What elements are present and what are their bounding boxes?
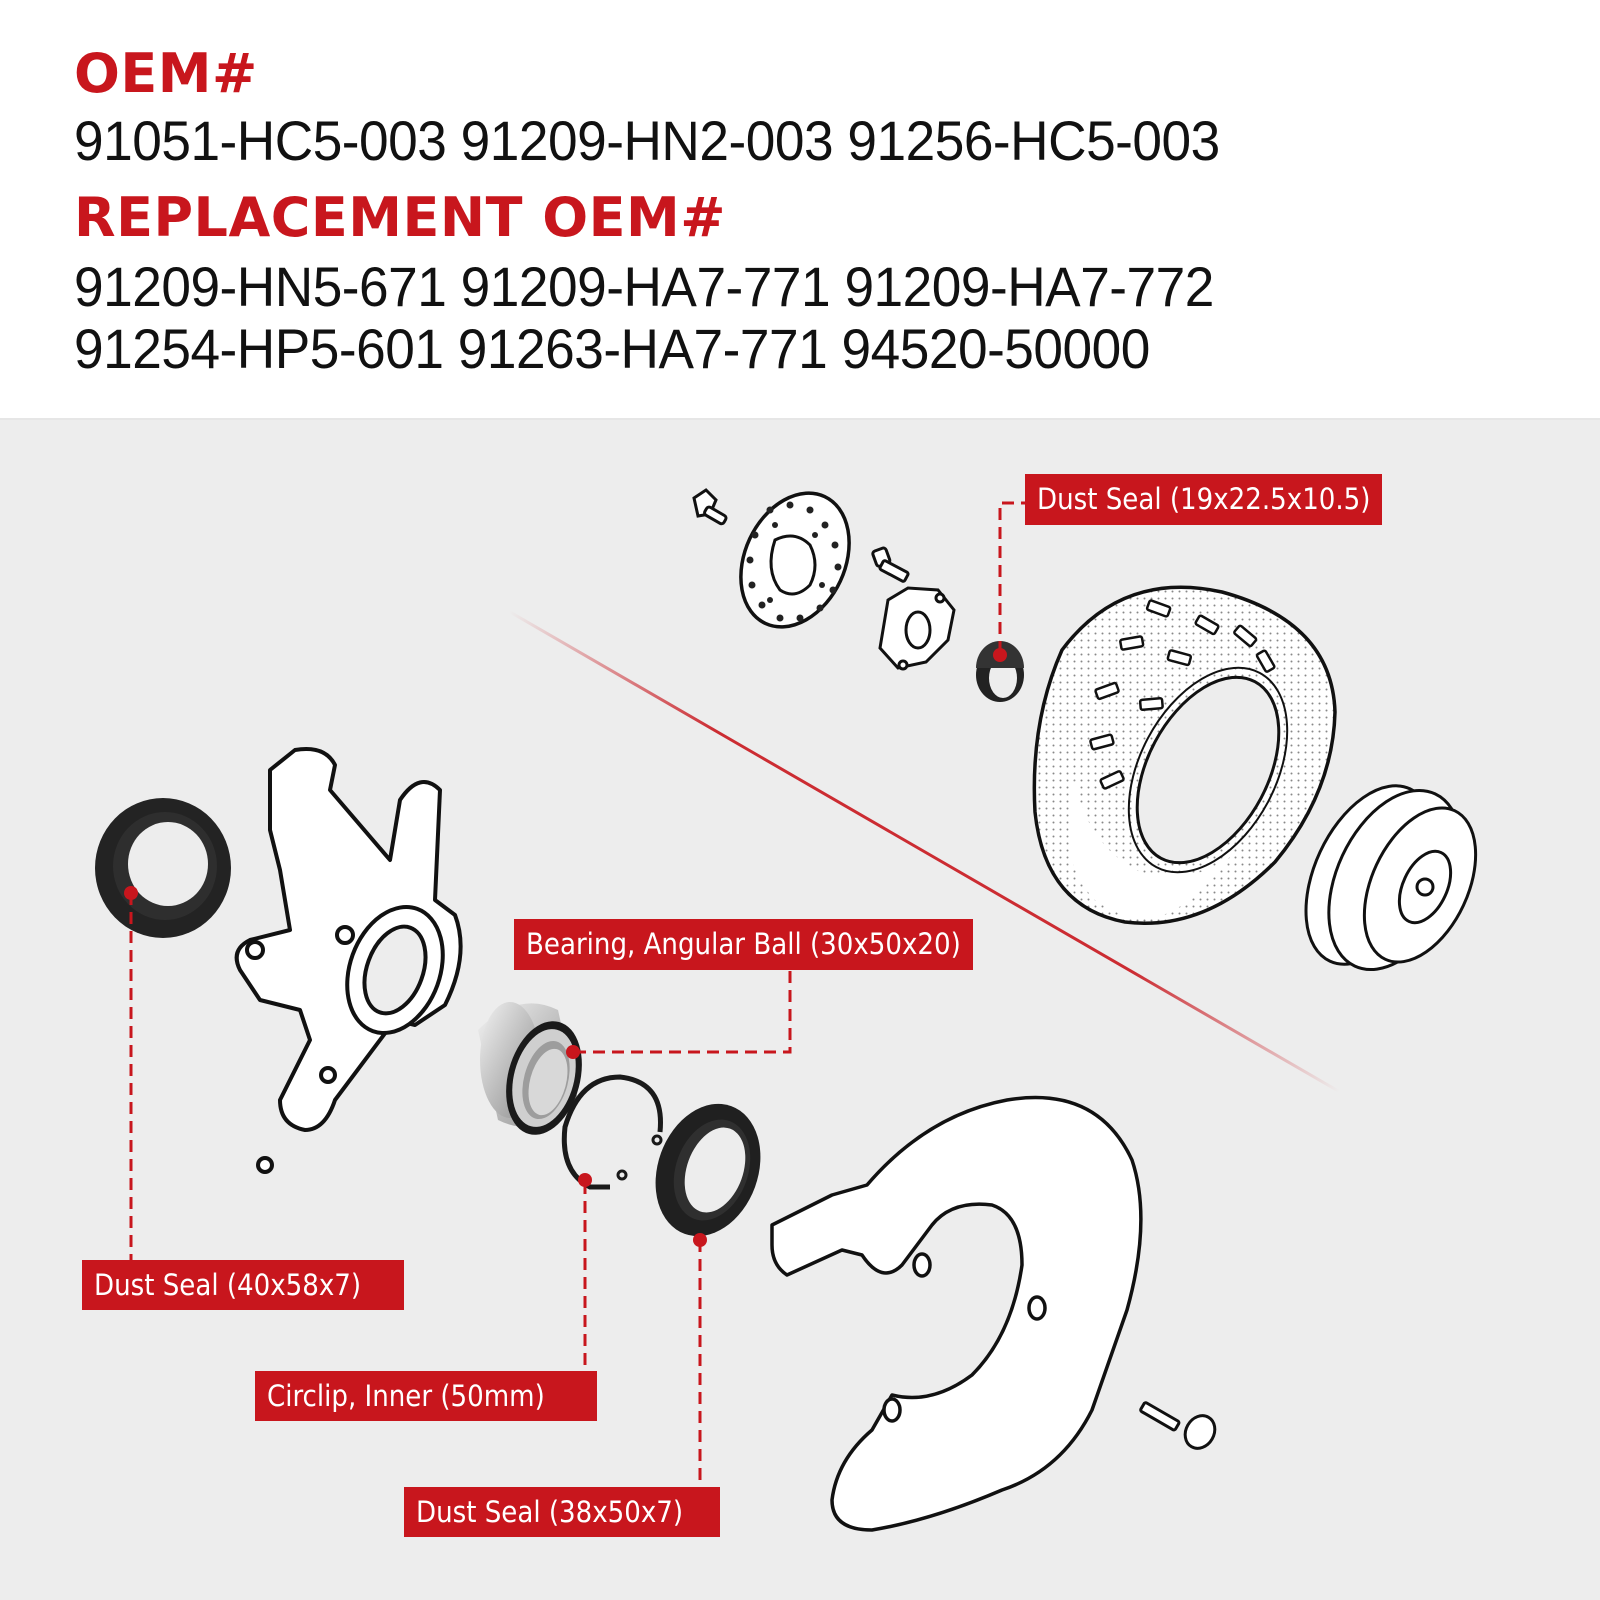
dust-seal-small-icon	[976, 641, 1024, 702]
label-dust-seal-medium: Dust Seal (38x50x7)	[404, 1487, 720, 1537]
bolt-icon	[692, 488, 728, 526]
callout-connectors	[129, 501, 1025, 1485]
callout-dots	[124, 648, 1007, 1247]
circlip-icon	[561, 1074, 663, 1190]
oem-title: OEM#	[74, 42, 258, 105]
label-dust-seal-small: Dust Seal (19x22.5x10.5)	[1025, 474, 1383, 525]
oem-numbers: 91051-HC5-003 91209-HN2-003 91256-HC5-00…	[74, 109, 1220, 172]
section-divider	[0, 418, 1600, 420]
replacement-oem-numbers-line-2: 91254-HP5-601 91263-HA7-771 94520-50000	[74, 317, 1150, 380]
replacement-oem-title: REPLACEMENT OEM#	[74, 186, 726, 249]
bearing-icon	[478, 1002, 582, 1135]
brake-shield-icon	[770, 1095, 1143, 1532]
wheel-rim-icon	[1304, 784, 1478, 972]
hub-icon	[878, 586, 956, 671]
header-section: OEM# 91051-HC5-003 91209-HN2-003 91256-H…	[0, 0, 1600, 420]
replacement-oem-numbers-line-1: 91209-HN5-671 91209-HA7-771 91209-HA7-77…	[74, 255, 1214, 318]
label-bearing: Bearing, Angular Ball (30x50x20)	[514, 919, 973, 970]
label-dust-seal-large: Dust Seal (40x58x7)	[82, 1260, 404, 1310]
hub-bolt-icon	[871, 546, 910, 583]
brake-disc-icon	[739, 491, 851, 629]
tire-icon	[1032, 585, 1337, 925]
knuckle-icon	[234, 747, 463, 1174]
dust-seal-large-icon	[95, 798, 231, 938]
dust-seal-medium-icon	[655, 1103, 761, 1237]
diagonal-separator	[509, 610, 1341, 1094]
screw-icon	[1139, 1401, 1217, 1450]
label-circlip: Circlip, Inner (50mm)	[255, 1371, 597, 1421]
